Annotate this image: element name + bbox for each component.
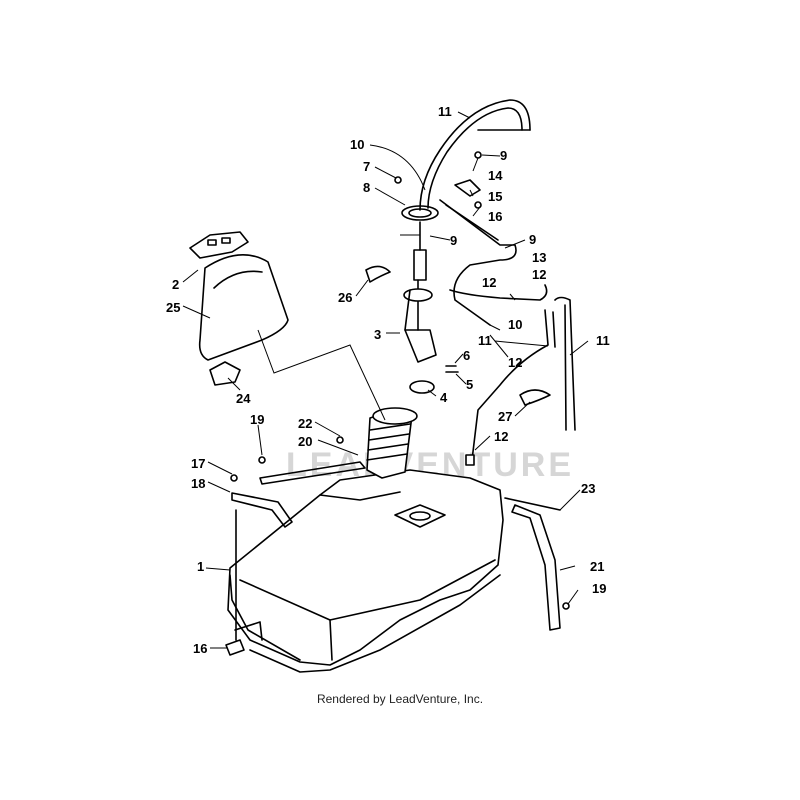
callout-12-c: 12	[508, 355, 522, 370]
callout-10-top: 10	[350, 137, 364, 152]
render-credit: Rendered by LeadVenture, Inc.	[316, 692, 484, 706]
callout-2: 2	[172, 277, 179, 292]
callout-12-d: 12	[494, 429, 508, 444]
callout-18: 18	[191, 476, 205, 491]
callout-9-right: 9	[529, 232, 536, 247]
tank-cover	[189, 231, 386, 421]
callout-13: 13	[532, 250, 546, 265]
callout-15: 15	[488, 189, 502, 204]
callout-23: 23	[581, 481, 595, 496]
callout-16-top: 16	[488, 209, 502, 224]
callout-10-mid: 10	[508, 317, 522, 332]
callout-22: 22	[298, 416, 312, 431]
leader-lines	[182, 111, 589, 649]
callout-21: 21	[590, 559, 604, 574]
callout-20: 20	[298, 434, 312, 449]
callout-19-right: 19	[592, 581, 606, 596]
filler-neck	[366, 407, 418, 479]
callout-14: 14	[488, 168, 503, 183]
callout-25: 25	[166, 300, 180, 315]
callout-24: 24	[236, 391, 251, 406]
callout-3: 3	[374, 327, 381, 342]
fuel-pump	[365, 176, 459, 394]
callout-17: 17	[191, 456, 205, 471]
callout-7: 7	[363, 159, 370, 174]
callout-9-top: 9	[500, 148, 507, 163]
callout-6: 6	[463, 348, 470, 363]
callout-11-mid: 11	[478, 333, 492, 348]
callout-1: 1	[197, 559, 204, 574]
straps	[225, 436, 570, 656]
callout-26: 26	[338, 290, 352, 305]
callout-5: 5	[466, 377, 473, 392]
callout-19-left: 19	[250, 412, 264, 427]
callout-12-a: 12	[482, 275, 496, 290]
callout-8: 8	[363, 180, 370, 195]
callout-9-center: 9	[450, 233, 457, 248]
callout-12-b: 12	[532, 267, 546, 282]
callout-11-top: 11	[438, 104, 452, 119]
callout-16-bottom: 16	[193, 641, 207, 656]
callout-11-right: 11	[596, 333, 610, 348]
callout-4: 4	[440, 390, 448, 405]
callout-labels: 1 2 25 24 19 17 18 16 22 20 26 3 4 5 6 7…	[166, 104, 610, 656]
callout-27: 27	[498, 409, 512, 424]
